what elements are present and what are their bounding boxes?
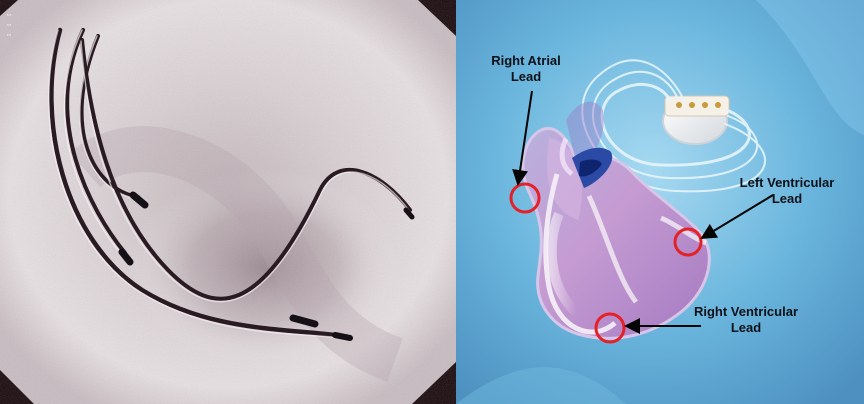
left-ventricular-lead-label: Left VentricularLead xyxy=(718,175,856,207)
right-ventricular-lead-label: Right VentricularLead xyxy=(666,304,826,336)
fluoroscopy-panel: ⋯ ⋯ ⋯ xyxy=(0,0,456,404)
fluoroscopy-svg: ⋯ ⋯ ⋯ xyxy=(0,0,456,404)
right-atrial-lead-label: Right AtrialLead xyxy=(475,53,577,85)
pacemaker-device xyxy=(663,96,729,144)
